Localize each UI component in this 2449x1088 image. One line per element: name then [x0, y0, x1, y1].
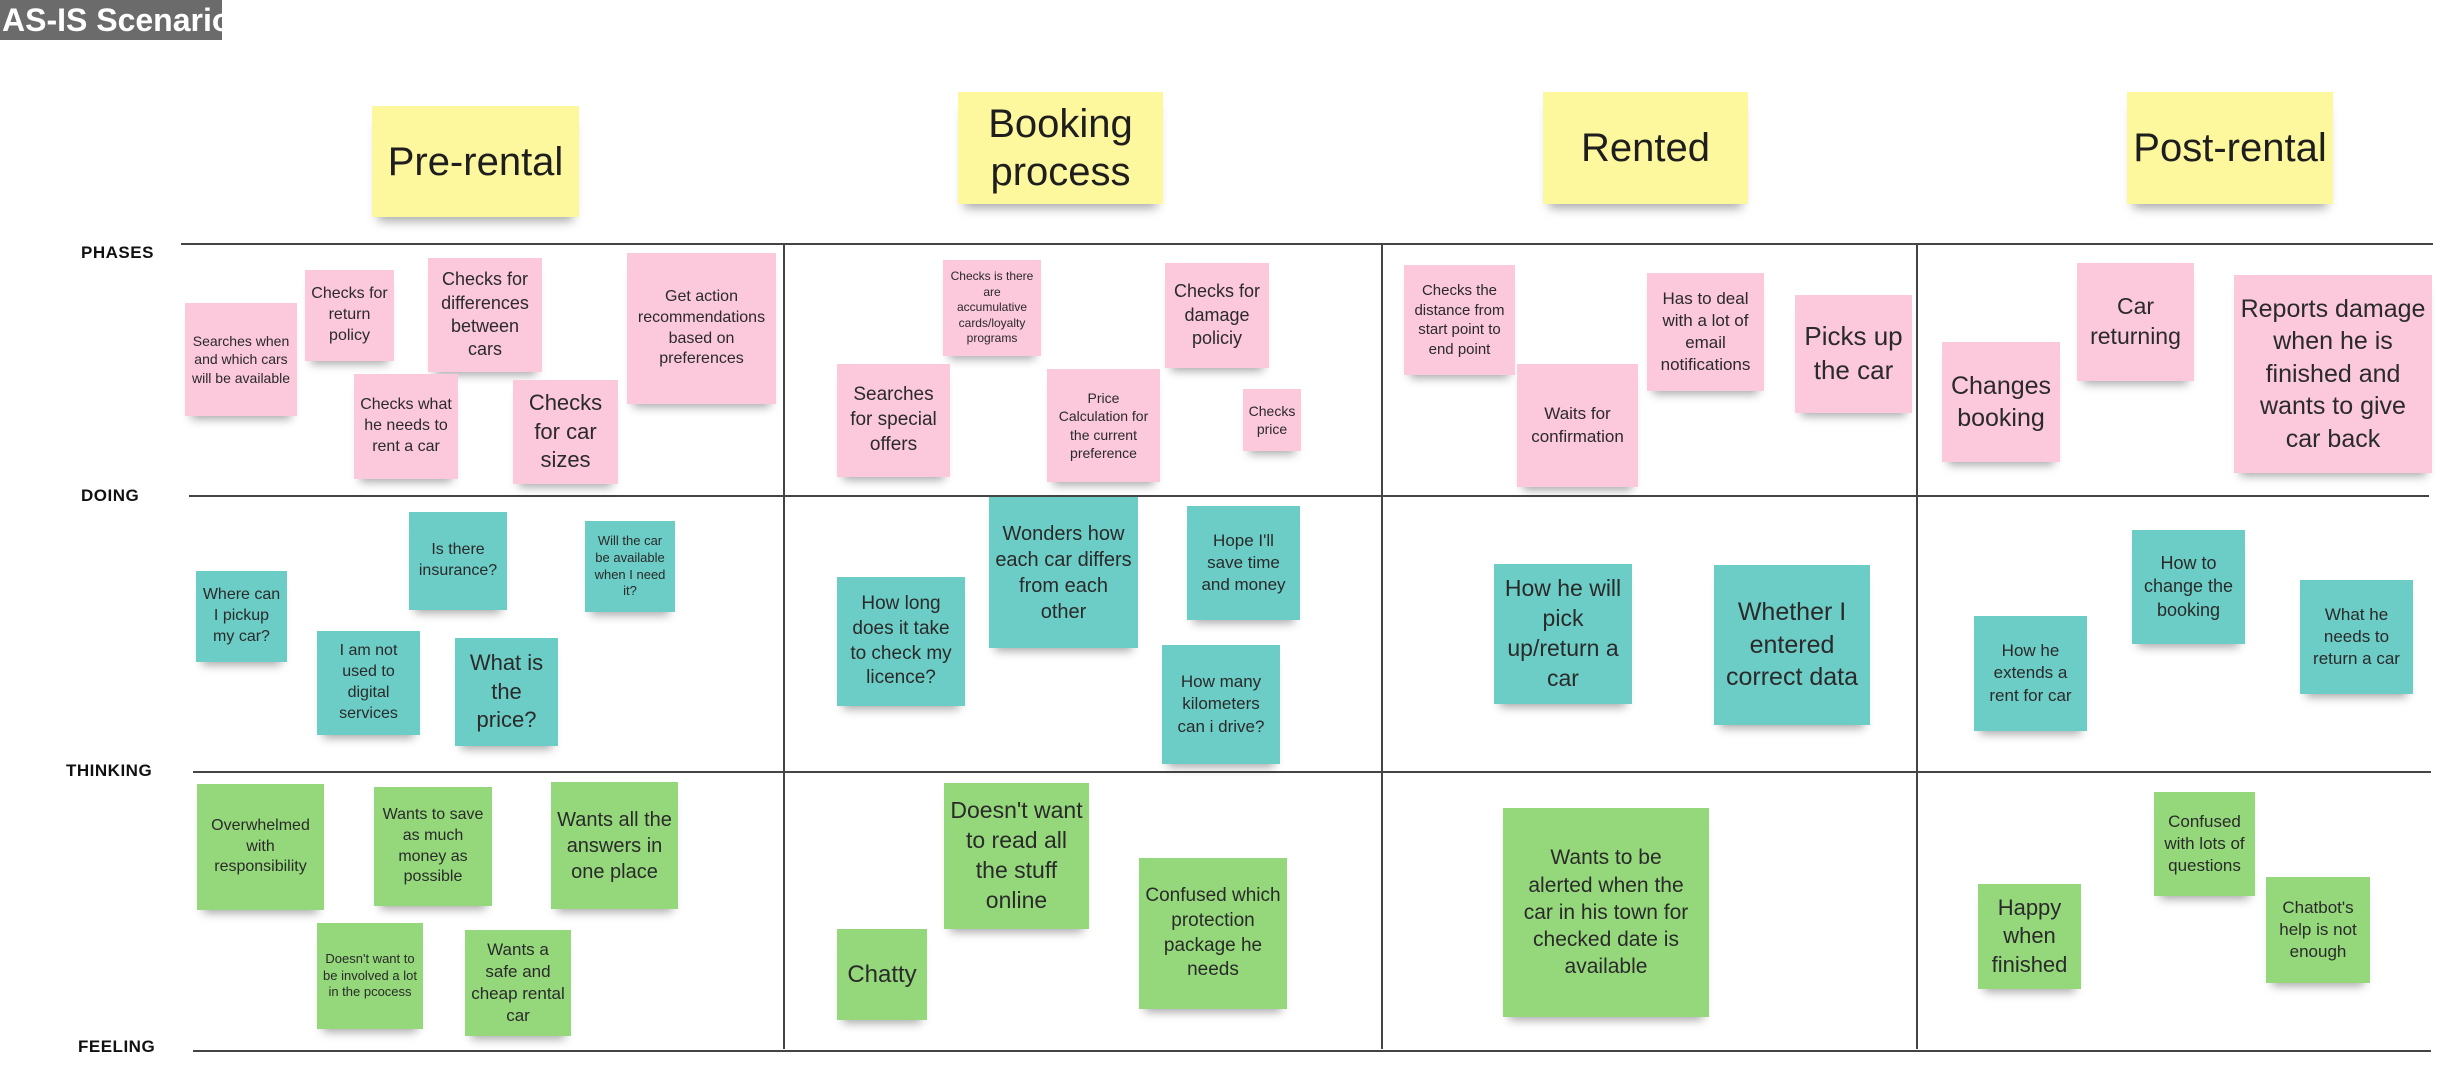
sticky-note-feeling[interactable]: Wants to be alerted when the car in his …: [1503, 808, 1709, 1017]
row-label-thinking: THINKING: [66, 761, 153, 780]
sticky-note-doing[interactable]: Checks for car sizes: [513, 380, 618, 484]
sticky-note-thinking[interactable]: What is the price?: [455, 638, 558, 746]
sticky-note-doing[interactable]: Checks what he needs to rent a car: [354, 374, 458, 479]
sticky-note-doing[interactable]: Changes booking: [1942, 342, 2060, 462]
sticky-note-thinking[interactable]: How he will pick up/return a car: [1494, 564, 1632, 704]
sticky-note-doing[interactable]: Checks the distance from start point to …: [1404, 265, 1515, 375]
sticky-note-feeling[interactable]: Chatbot's help is not enough: [2266, 877, 2370, 983]
sticky-note-doing[interactable]: Waits for confirmation: [1517, 364, 1638, 487]
grid-column-divider: [1916, 243, 1918, 1049]
sticky-note-thinking[interactable]: How many kilometers can i drive?: [1162, 645, 1280, 764]
sticky-note-thinking[interactable]: Will the car be available when I need it…: [585, 521, 675, 612]
sticky-note-doing[interactable]: Searches when and which cars will be ava…: [185, 303, 297, 416]
sticky-note-feeling[interactable]: Doesn't want to read all the stuff onlin…: [944, 783, 1089, 929]
sticky-note-thinking[interactable]: Hope I'll save time and money: [1187, 506, 1300, 620]
sticky-note-thinking[interactable]: I am not used to digital services: [317, 631, 420, 735]
sticky-note-thinking[interactable]: What he needs to return a car: [2300, 580, 2413, 694]
sticky-note-doing[interactable]: Checks for return policy: [305, 270, 394, 361]
sticky-note-thinking[interactable]: Is there insurance?: [409, 512, 507, 610]
phase-post-rental[interactable]: Post-rental: [2127, 92, 2333, 204]
sticky-note-doing[interactable]: Car returning: [2077, 263, 2194, 381]
sticky-note-thinking[interactable]: How he extends a rent for car: [1974, 616, 2087, 731]
grid-line-feeling: [193, 1050, 2431, 1052]
sticky-note-doing[interactable]: Checks is there are accumulative cards/l…: [943, 260, 1041, 356]
sticky-note-doing[interactable]: Checks price: [1243, 389, 1301, 451]
grid-column-divider: [783, 243, 785, 1049]
board-title: AS-IS Scenario: [0, 0, 232, 40]
row-label-phases: PHASES: [81, 243, 154, 262]
sticky-note-feeling[interactable]: Confused with lots of questions: [2154, 792, 2255, 896]
sticky-note-doing[interactable]: Price Calculation for the current prefer…: [1047, 369, 1160, 482]
sticky-note-feeling[interactable]: Happy when finished: [1978, 884, 2081, 989]
sticky-note-thinking[interactable]: Where can I pickup my car?: [196, 571, 287, 662]
sticky-note-feeling[interactable]: Doesn't want to be involved a lot in the…: [317, 923, 423, 1029]
row-label-feeling: FEELING: [78, 1037, 156, 1056]
sticky-note-doing[interactable]: Reports damage when he is finished and w…: [2234, 275, 2432, 473]
grid-line-phases: [181, 243, 2433, 245]
sticky-note-thinking[interactable]: Wonders how each car differs from each o…: [989, 497, 1138, 648]
sticky-note-feeling[interactable]: Confused which protection package he nee…: [1139, 858, 1287, 1009]
sticky-note-doing[interactable]: Get action recommendations based on pref…: [627, 253, 776, 404]
grid-line-thinking: [193, 771, 2431, 773]
sticky-note-doing[interactable]: Checks for differences between cars: [428, 258, 542, 372]
sticky-note-thinking[interactable]: How to change the booking: [2132, 530, 2245, 644]
grid-line-doing: [189, 495, 2429, 497]
sticky-note-doing[interactable]: Has to deal with a lot of email notifica…: [1647, 273, 1764, 391]
row-label-doing: DOING: [81, 486, 140, 505]
sticky-note-doing[interactable]: Picks up the car: [1795, 295, 1912, 413]
grid-column-divider: [1381, 243, 1383, 1049]
sticky-note-thinking[interactable]: How long does it take to check my licenc…: [837, 577, 965, 706]
sticky-note-feeling[interactable]: Overwhelmed with responsibility: [197, 784, 324, 910]
sticky-note-doing[interactable]: Searches for special offers: [837, 364, 950, 477]
sticky-note-thinking[interactable]: Whether I entered correct data: [1714, 565, 1870, 725]
sticky-note-feeling[interactable]: Wants to save as much money as possible: [374, 787, 492, 906]
sticky-note-feeling[interactable]: Wants a safe and cheap rental car: [465, 930, 571, 1036]
phase-rented[interactable]: Rented: [1543, 92, 1748, 204]
sticky-note-doing[interactable]: Checks for damage policiy: [1165, 263, 1269, 368]
phase-booking-process[interactable]: Booking process: [958, 92, 1163, 204]
phase-pre-rental[interactable]: Pre-rental: [372, 106, 579, 217]
sticky-note-feeling[interactable]: Chatty: [837, 929, 927, 1020]
sticky-note-feeling[interactable]: Wants all the answers in one place: [551, 782, 678, 909]
